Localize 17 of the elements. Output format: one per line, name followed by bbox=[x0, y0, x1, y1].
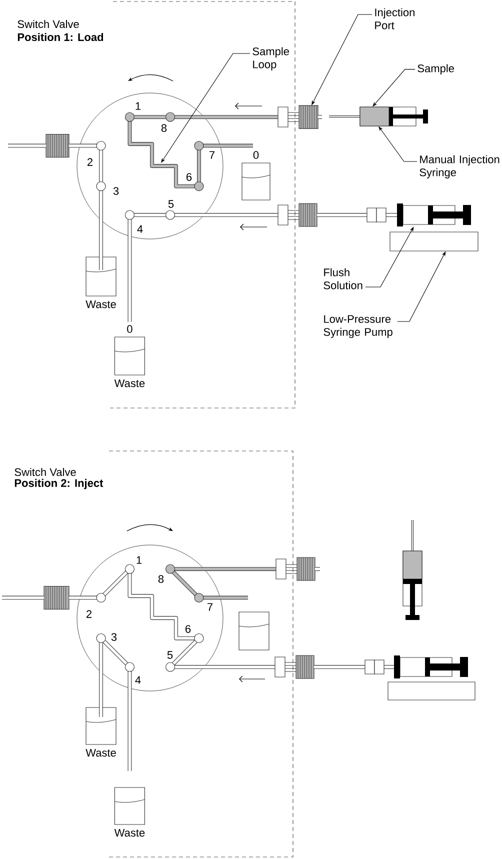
syringe bbox=[402, 520, 422, 620]
syringe bbox=[394, 655, 468, 678]
pump-base bbox=[388, 682, 476, 700]
pump-base bbox=[390, 232, 478, 252]
bottle-label: Waste bbox=[114, 380, 145, 388]
callout-label: Manual Injection Syringe bbox=[420, 155, 500, 178]
callout-label: Low-Pressure Syringe Pump bbox=[324, 315, 392, 338]
callout-label: Sample Loop bbox=[252, 47, 289, 70]
number-label: 0 bbox=[127, 325, 132, 333]
heading: Switch Valve bbox=[14, 468, 76, 476]
callout-label: Injection Port bbox=[375, 8, 414, 30]
callout-label: Sample bbox=[418, 64, 454, 74]
heading: Switch Valve bbox=[18, 20, 79, 28]
syringe bbox=[397, 203, 471, 226]
heading: Position 1: Load bbox=[18, 32, 104, 42]
heading: Position 2: Inject bbox=[14, 478, 104, 490]
bottle-label: Waste bbox=[114, 828, 145, 837]
